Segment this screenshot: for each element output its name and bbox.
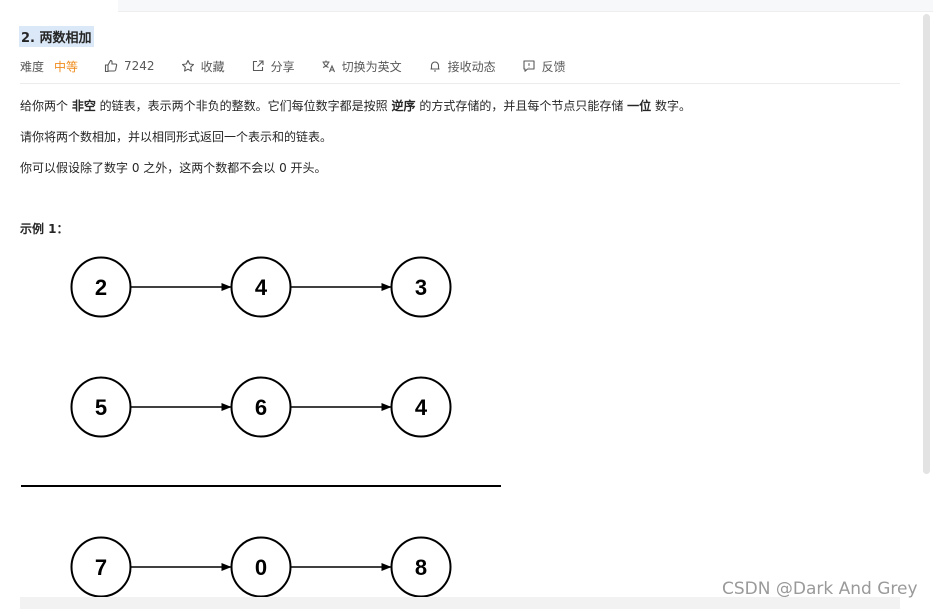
problem-title-text: 2. 两数相加 — [21, 31, 92, 46]
list-node — [70, 536, 132, 598]
bottom-bar — [20, 597, 900, 609]
p1-bold-reverse: 逆序 — [391, 99, 416, 113]
description-paragraph-2: 请你将两个数相加，并以相同形式返回一个表示和的链表。 — [20, 130, 333, 144]
favorite-button[interactable]: 收藏 — [181, 58, 225, 75]
list-node-value: 8 — [415, 555, 427, 580]
switch-language-label: 切换为英文 — [341, 59, 402, 74]
share-label: 分享 — [270, 59, 295, 74]
list-node — [230, 376, 292, 438]
star-icon — [181, 59, 194, 72]
list-node-value: 5 — [95, 395, 107, 420]
list-node-value: 3 — [415, 275, 427, 300]
feedback-label: 反馈 — [541, 59, 566, 74]
list-node — [230, 256, 292, 318]
favorite-label: 收藏 — [200, 59, 225, 74]
list-node-value: 4 — [415, 395, 428, 420]
scrollbar[interactable] — [923, 14, 930, 474]
problem-content: 2. 两数相加 难度 中等 7242 收藏 分享 切换为英文 接收动态 反馈 — [19, 26, 900, 237]
p1-text-a: 给你两个 — [20, 99, 72, 113]
switch-language-button[interactable]: 切换为英文 — [321, 58, 402, 75]
list-node — [70, 256, 132, 318]
notify-label: 接收动态 — [447, 59, 496, 74]
p1-bold-nonempty: 非空 — [71, 99, 96, 113]
p1-text-e: 的方式存储的，并且每个节点只能存储 — [415, 99, 628, 113]
p1-text-c: 的链表，表示两个非负的整数。它们每位数字都是按照 — [95, 99, 392, 113]
linked-list-diagram: 2 4 3 5 6 4 7 0 8 — [21, 256, 501, 598]
description-paragraph-3: 你可以假设除了数字 0 之外，这两个数都不会以 0 开头。 — [20, 161, 327, 175]
list-node-value: 4 — [255, 275, 268, 300]
feedback-button[interactable]: 反馈 — [522, 58, 566, 75]
list2-row: 5 6 4 — [70, 376, 452, 438]
p1-text-g: 数字。 — [651, 99, 691, 113]
share-button[interactable]: 分享 — [251, 58, 295, 75]
difficulty-label: 难度 — [20, 59, 45, 74]
list-node-value: 7 — [95, 555, 107, 580]
list-node — [390, 256, 452, 318]
list1-row: 2 4 3 — [70, 256, 452, 318]
p1-bold-onedigit: 一位 — [627, 99, 652, 113]
list-node — [230, 536, 292, 598]
thumbs-up-icon — [104, 59, 118, 73]
top-strip — [0, 0, 933, 12]
list-node-value: 6 — [255, 395, 267, 420]
list-node-value: 0 — [255, 555, 267, 580]
problem-meta-bar: 难度 中等 7242 收藏 分享 切换为英文 接收动态 反馈 — [20, 55, 900, 77]
list-node — [70, 376, 132, 438]
result-row: 7 0 8 — [70, 536, 452, 598]
like-button[interactable]: 7242 — [104, 59, 155, 73]
watermark: CSDN @Dark And Grey — [722, 579, 918, 599]
like-count: 7242 — [124, 59, 155, 73]
top-strip-grey — [118, 0, 933, 12]
example-1-label: 示例 1： — [20, 222, 69, 236]
difficulty: 难度 中等 — [20, 58, 78, 75]
notify-button[interactable]: 接收动态 — [428, 58, 496, 75]
list-node — [390, 376, 452, 438]
difficulty-value: 中等 — [54, 59, 79, 74]
translate-icon — [322, 60, 335, 73]
share-icon — [252, 60, 264, 72]
list-node — [390, 536, 452, 598]
description-paragraph-1: 给你两个 非空 的链表，表示两个非负的整数。它们每位数字都是按照 逆序 的方式存… — [20, 98, 900, 114]
meta-divider — [20, 83, 900, 84]
feedback-icon — [523, 60, 535, 72]
bell-icon — [430, 61, 440, 72]
problem-title: 2. 两数相加 — [19, 26, 94, 47]
list-node-value: 2 — [95, 275, 107, 300]
